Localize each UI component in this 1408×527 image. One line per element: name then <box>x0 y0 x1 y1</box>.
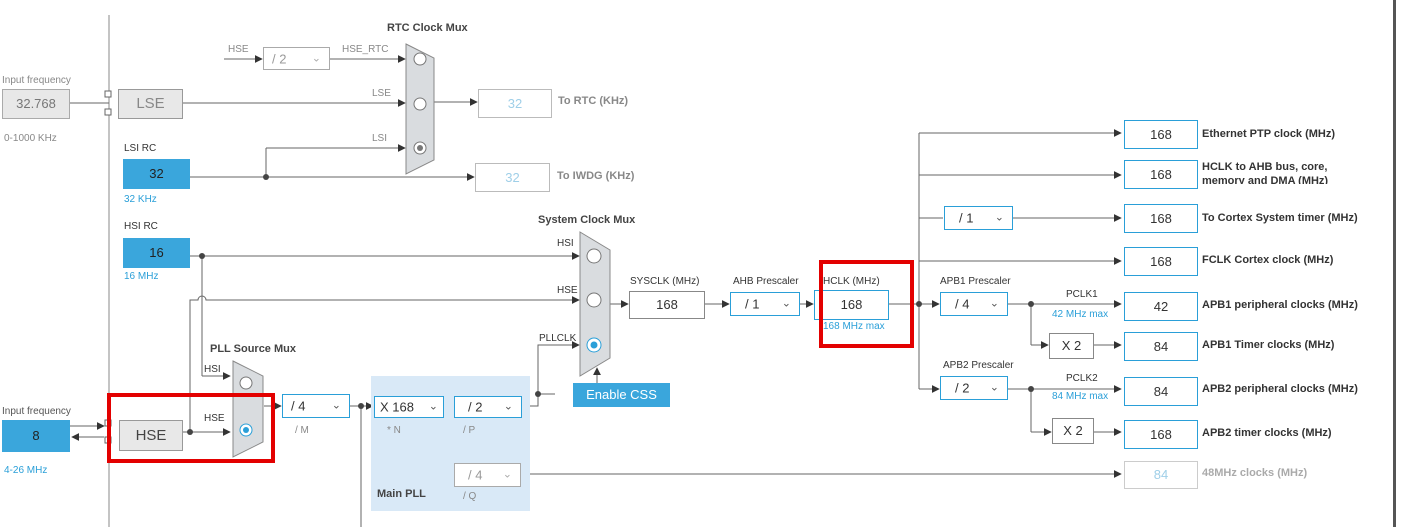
output-apb2-periph-value[interactable]: 84 <box>1124 377 1198 406</box>
hclk-max: 168 MHz max <box>823 321 885 332</box>
pclk2-max: 84 MHz max <box>1052 391 1109 402</box>
lsi-rc-value: 32 <box>123 159 190 189</box>
pll-n-value: X 168 <box>380 399 414 415</box>
sysclk-value[interactable]: 168 <box>629 291 705 319</box>
chevron-down-icon: ⌄ <box>781 297 791 310</box>
output-apb2-timer-value[interactable]: 168 <box>1124 420 1198 449</box>
lse-input-frequency[interactable]: 32.768 <box>2 89 70 119</box>
main-pll-title: Main PLL <box>377 488 426 500</box>
hse-source[interactable]: HSE <box>119 420 183 451</box>
apb1-prescaler-select[interactable]: / 4 ⌄ <box>940 292 1008 316</box>
chevron-down-icon: ⌄ <box>331 399 341 412</box>
pll-n-multiplier[interactable]: X 168 ⌄ <box>374 396 444 418</box>
apb1-prescaler-label: APB1 Prescaler <box>940 276 1011 287</box>
lse-input-caption: Input frequency <box>2 75 71 86</box>
rtc-hse-input: HSE <box>228 44 249 55</box>
ahb-prescaler-label: AHB Prescaler <box>733 276 799 287</box>
output-cortex-timer-value[interactable]: 168 <box>1124 204 1198 233</box>
hclk-label: HCLK (MHz) <box>823 276 880 287</box>
lse-input-range: 0-1000 KHz <box>4 133 57 144</box>
chevron-down-icon: ⌄ <box>989 381 999 394</box>
output-hclk-ahb-value[interactable]: 168 <box>1124 160 1198 189</box>
apb1-prescaler-value: / 4 <box>955 296 970 312</box>
chevron-down-icon: ⌄ <box>502 468 512 481</box>
output-apb2-timer-label: APB2 timer clocks (MHz) <box>1202 427 1332 439</box>
rtc-hse-divider-value: / 2 <box>272 51 287 66</box>
hsi-rc-title: HSI RC <box>124 221 158 232</box>
iwdg-output-label: To IWDG (KHz) <box>557 170 635 182</box>
hsi-rc-value: 16 <box>123 238 190 268</box>
hse-input-range: 4-26 MHz <box>4 465 48 476</box>
output-apb1-timer-label: APB1 Timer clocks (MHz) <box>1202 339 1335 351</box>
chevron-down-icon: ⌄ <box>994 211 1004 224</box>
iwdg-output-value: 32 <box>475 163 550 192</box>
hse-input-caption: Input frequency <box>2 406 71 417</box>
output-48mhz-value[interactable]: 84 <box>1124 461 1198 489</box>
output-apb1-timer-value[interactable]: 84 <box>1124 332 1198 361</box>
output-cortex-timer-label: To Cortex System timer (MHz) <box>1202 212 1358 224</box>
output-apb2-periph-label: APB2 peripheral clocks (MHz) <box>1202 383 1358 395</box>
pll-q-value: / 4 <box>468 467 483 483</box>
output-ethernet-ptp-value[interactable]: 168 <box>1124 120 1198 149</box>
hsi-rc-unit: 16 MHz <box>124 271 159 282</box>
chevron-down-icon: ⌄ <box>428 400 438 413</box>
lsi-rc-unit: 32 KHz <box>124 194 157 205</box>
rtc-hse-rtc-label: HSE_RTC <box>342 44 389 55</box>
sys-mux-pllclk-label: PLLCLK <box>539 333 577 344</box>
apb2-timer-multiplier: X 2 <box>1052 418 1094 444</box>
hse-input-frequency[interactable]: 8 <box>2 420 70 452</box>
pll-p-divider[interactable]: / 2 ⌄ <box>454 396 522 418</box>
pll-source-mux-title: PLL Source Mux <box>210 343 296 355</box>
pll-mux-hse-label: HSE <box>204 413 225 424</box>
chevron-down-icon: ⌄ <box>311 51 321 64</box>
ahb-prescaler-value: / 1 <box>745 296 760 312</box>
pll-q-divider[interactable]: / 4 ⌄ <box>454 463 521 487</box>
pll-m-label: / M <box>295 425 309 436</box>
pclk1-label: PCLK1 <box>1066 289 1098 300</box>
ahb-prescaler-select[interactable]: / 1 ⌄ <box>730 292 800 316</box>
rtc-mux-title: RTC Clock Mux <box>387 22 468 34</box>
pclk1-max: 42 MHz max <box>1052 309 1109 320</box>
sysclk-label: SYSCLK (MHz) <box>630 276 700 287</box>
pll-n-label: * N <box>387 425 401 436</box>
chevron-down-icon: ⌄ <box>503 400 513 413</box>
pclk2-label: PCLK2 <box>1066 373 1098 384</box>
rtc-output-label: To RTC (KHz) <box>558 95 629 107</box>
cortex-divider-value: / 1 <box>959 210 974 226</box>
system-clock-mux-title: System Clock Mux <box>538 214 636 226</box>
pll-m-value: / 4 <box>291 398 306 414</box>
rtc-hse-divider[interactable]: / 2 ⌄ <box>263 47 330 70</box>
output-apb1-periph-label: APB1 peripheral clocks (MHz) <box>1202 299 1358 311</box>
pll-m-divider[interactable]: / 4 ⌄ <box>282 394 350 418</box>
rtc-output-value: 32 <box>478 89 552 118</box>
apb1-timer-multiplier: X 2 <box>1049 333 1094 359</box>
output-hclk-ahb-label: HCLK to AHB bus, core, memory and DMA (M… <box>1202 161 1329 184</box>
hclk-value[interactable]: 168 <box>814 290 889 320</box>
sys-mux-hse-label: HSE <box>557 285 578 296</box>
output-fclk-value[interactable]: 168 <box>1124 247 1198 276</box>
pll-q-label: / Q <box>463 491 477 502</box>
pll-mux-hsi-label: HSI <box>204 364 221 375</box>
output-ethernet-ptp-label: Ethernet PTP clock (MHz) <box>1202 128 1336 140</box>
right-scrollbar[interactable] <box>1393 0 1396 527</box>
sys-mux-hsi-label: HSI <box>557 238 574 249</box>
apb2-prescaler-select[interactable]: / 2 ⌄ <box>940 376 1008 400</box>
apb2-prescaler-value: / 2 <box>955 380 970 396</box>
rtc-lse-input: LSE <box>372 88 391 99</box>
enable-css-button[interactable]: Enable CSS <box>573 383 670 407</box>
rtc-lsi-input: LSI <box>372 133 388 144</box>
output-apb1-periph-value[interactable]: 42 <box>1124 292 1198 321</box>
pll-p-value: / 2 <box>468 399 483 415</box>
apb2-prescaler-label: APB2 Prescaler <box>943 360 1014 371</box>
pll-p-label: / P <box>463 425 476 436</box>
lsi-rc-title: LSI RC <box>124 143 157 154</box>
cortex-timer-divider[interactable]: / 1 ⌄ <box>944 206 1013 230</box>
output-48mhz-label: 48MHz clocks (MHz) <box>1202 467 1308 479</box>
output-fclk-label: FCLK Cortex clock (MHz) <box>1202 254 1334 266</box>
lse-source[interactable]: LSE <box>118 89 183 119</box>
chevron-down-icon: ⌄ <box>989 297 999 310</box>
